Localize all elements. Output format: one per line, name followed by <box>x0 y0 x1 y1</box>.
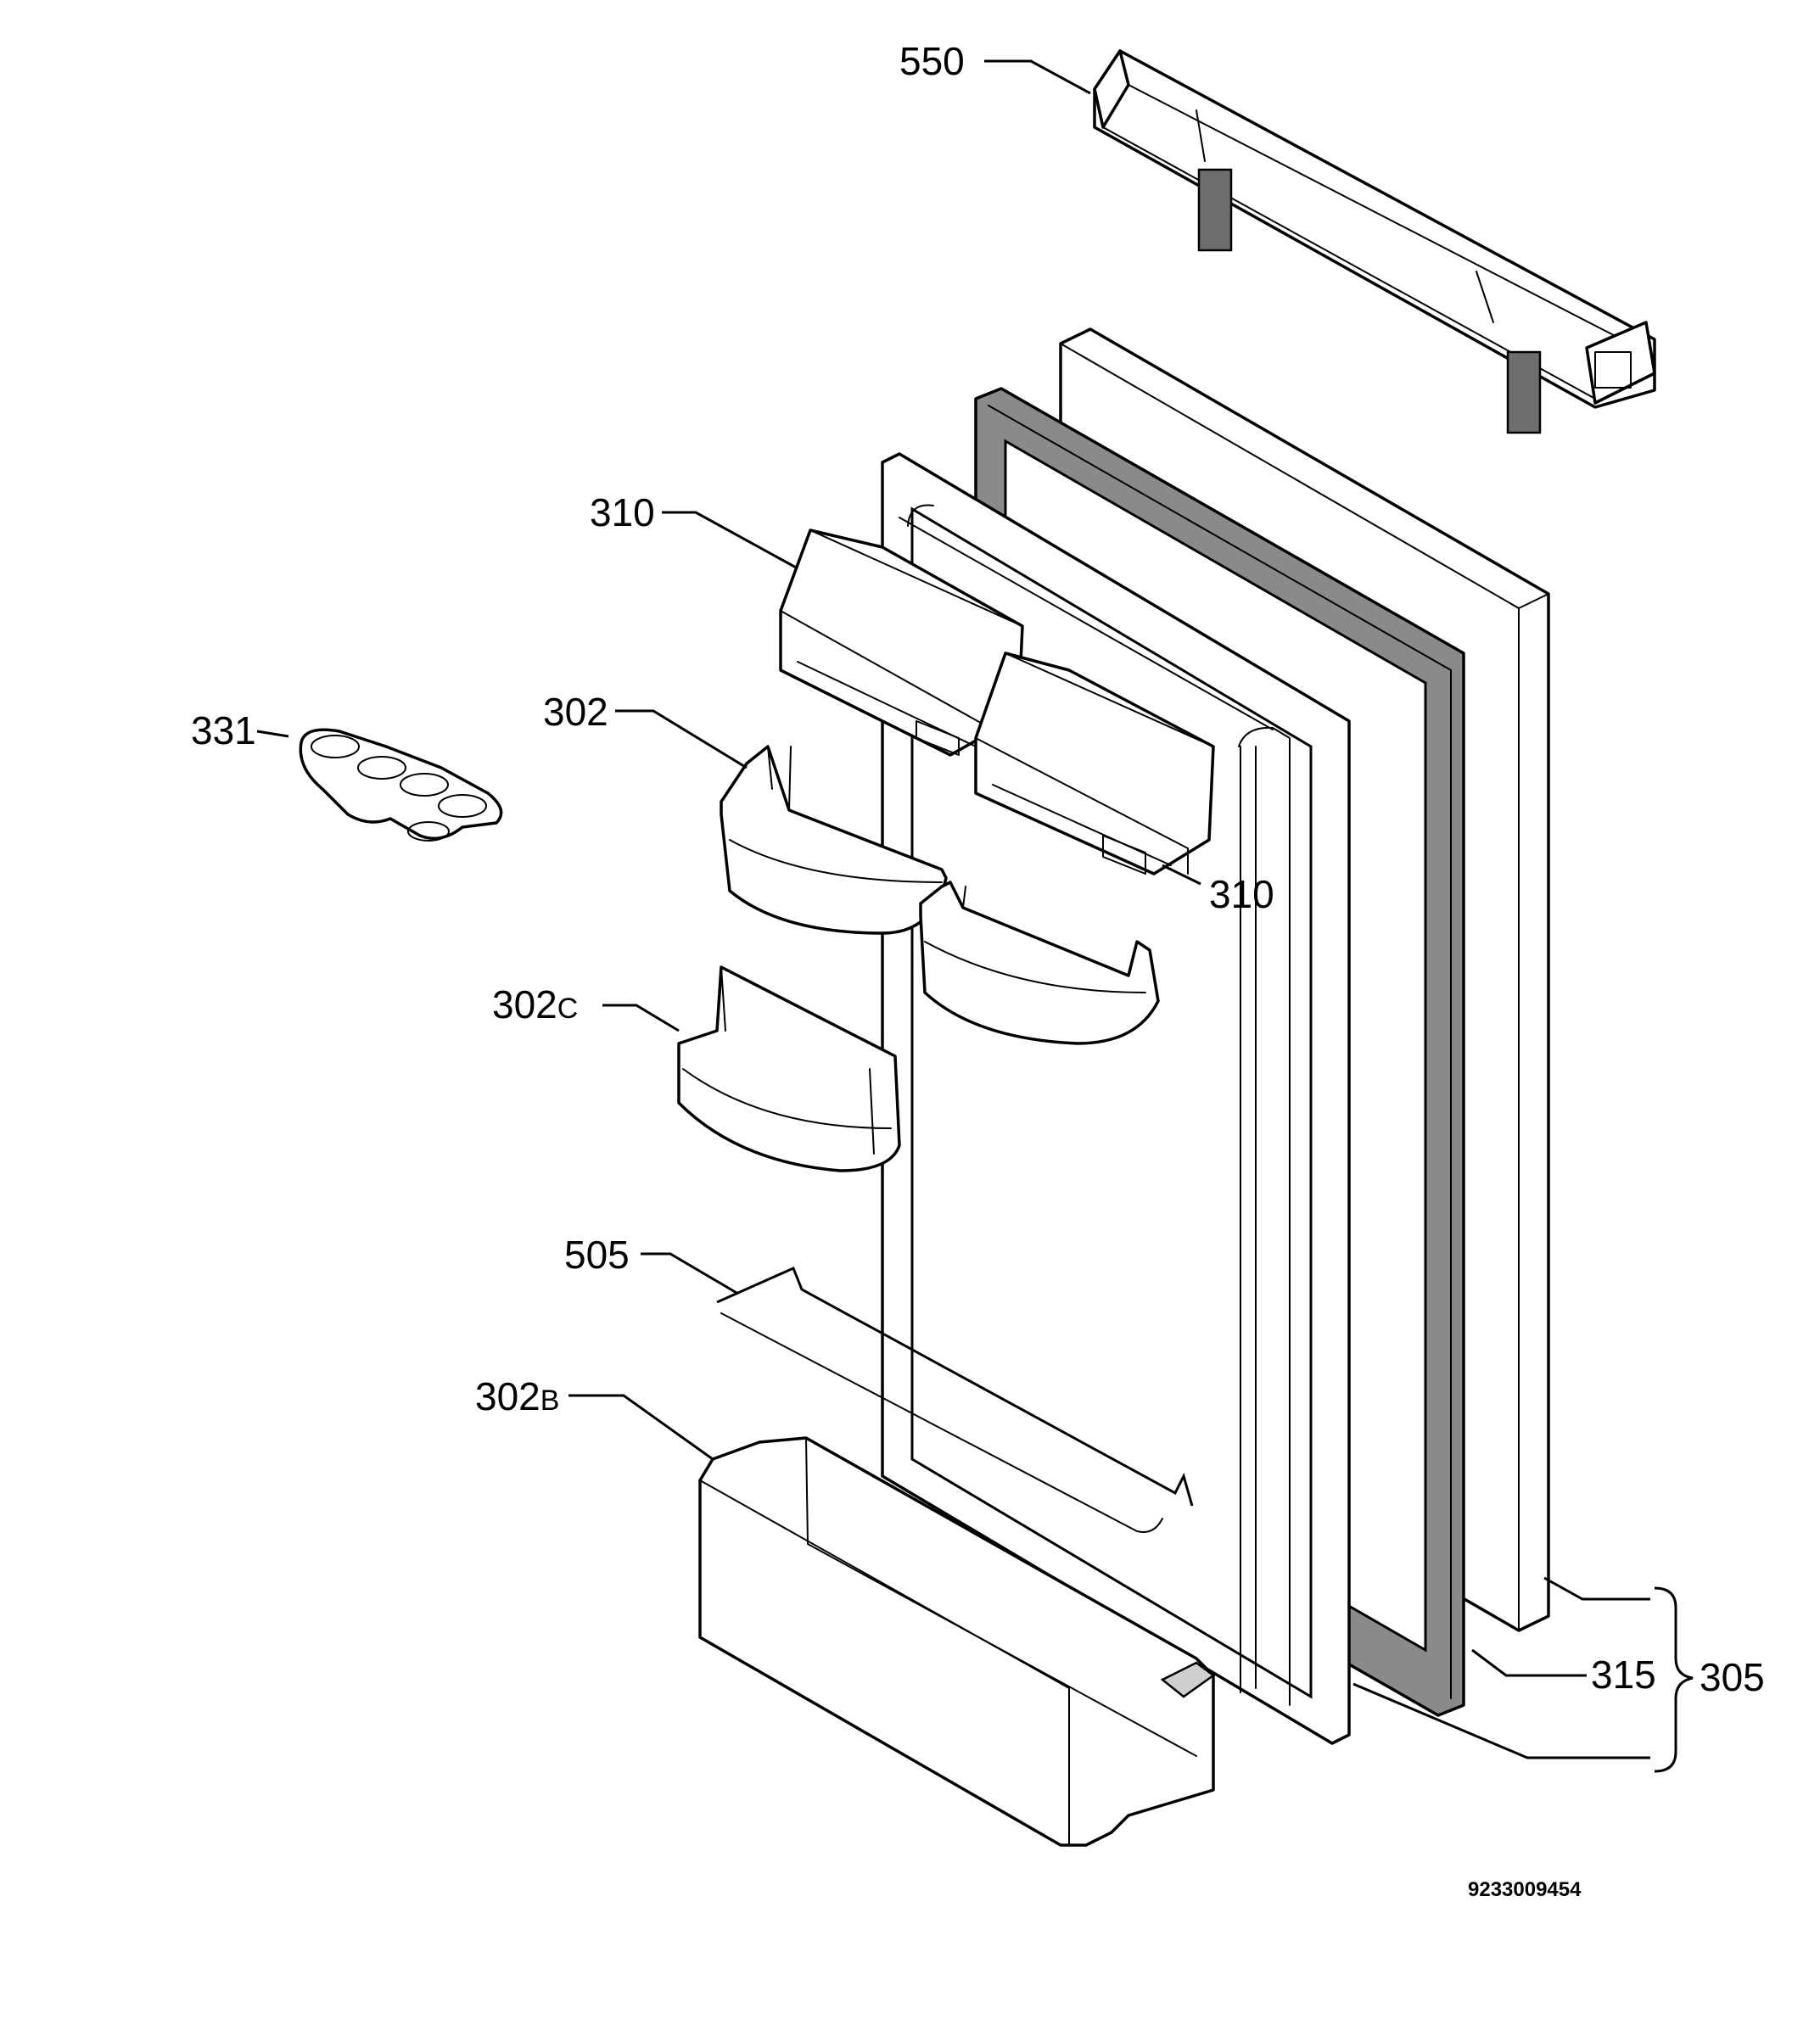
callout-302-label: 302 <box>543 690 608 734</box>
callout-305-label: 305 <box>1700 1655 1765 1699</box>
callout-505-label: 505 <box>564 1233 630 1277</box>
callout-302: 302 <box>543 690 748 769</box>
callout-315: 315 <box>1352 1576 1656 1759</box>
part-550-hinge-bar <box>1093 49 1656 434</box>
callout-302b-number: 302 <box>475 1374 540 1418</box>
callout-315-label: 315 <box>1591 1653 1656 1697</box>
part-302c-small-shelf <box>677 965 901 1172</box>
part-310-right-compartment <box>974 652 1215 875</box>
callout-302c-suffix: C <box>557 993 579 1025</box>
part-302-left-door-shelf <box>720 745 948 935</box>
part-302b-bottle-shelf <box>698 1436 1216 1847</box>
callout-302b-suffix: B <box>540 1384 560 1417</box>
callout-331-label: 331 <box>191 708 256 752</box>
callout-331: 331 <box>191 708 289 752</box>
callout-302b-label: 302B <box>475 1374 559 1418</box>
callout-550-label: 550 <box>899 39 965 83</box>
callout-302c: 302C <box>492 982 680 1032</box>
callout-310-top: 310 <box>590 490 798 570</box>
part-331-egg-tray <box>299 728 503 842</box>
callout-302c-label: 302C <box>492 982 578 1026</box>
part-505-wire-bar <box>716 1266 1194 1533</box>
part-302-right-door-shelf <box>919 881 1160 1045</box>
callout-302c-number: 302 <box>492 982 557 1026</box>
callout-302b: 302B <box>475 1374 714 1461</box>
callout-310-right: 310 <box>1162 864 1274 916</box>
document-number: 9233009454 <box>1468 1878 1582 1901</box>
callout-310-top-label: 310 <box>590 490 655 534</box>
callout-505: 505 <box>564 1233 739 1295</box>
callout-550: 550 <box>899 39 1091 95</box>
callout-305: 305 <box>1654 1586 1765 1773</box>
callout-310-right-label: 310 <box>1209 872 1274 916</box>
